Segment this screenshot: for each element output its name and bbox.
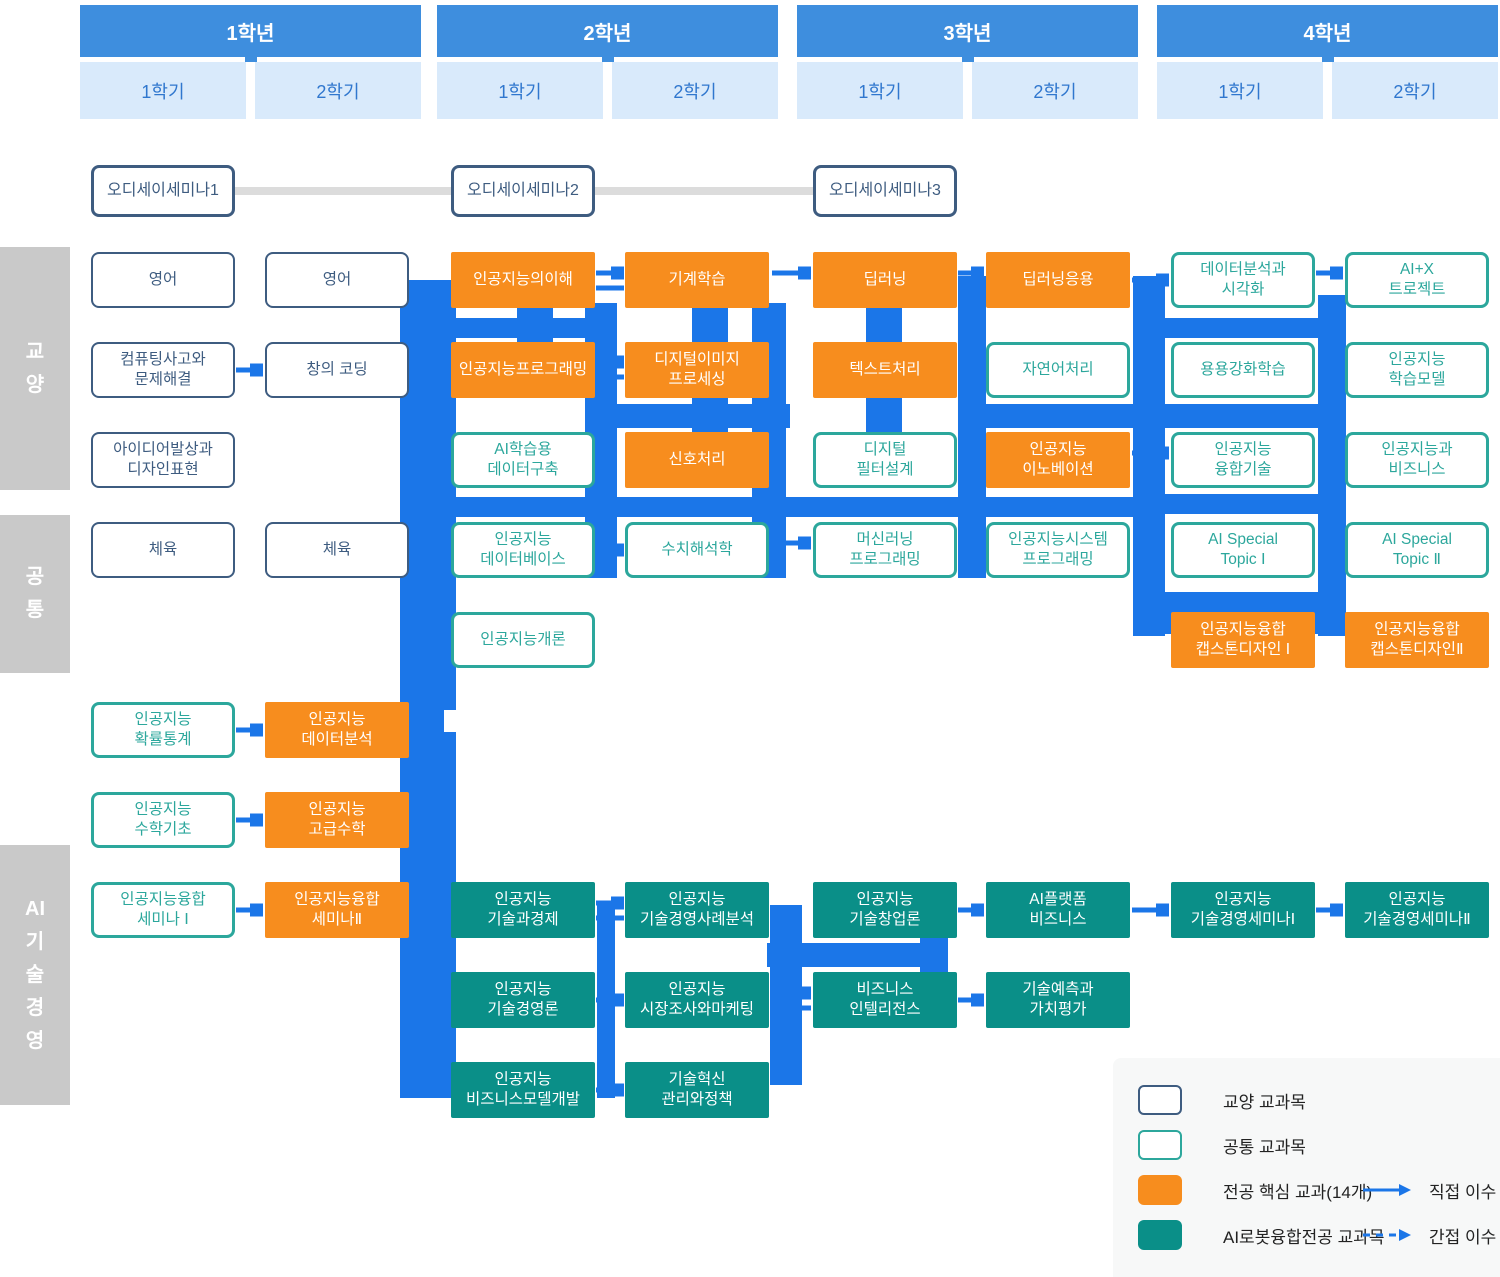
legend-label: AI로봇융합전공 교과목 (1223, 1227, 1385, 1247)
course-box: 딥러닝 (813, 252, 957, 308)
course-box: 인공지능개론 (451, 612, 595, 668)
course-box: 컴퓨팅사고와 문제해결 (91, 342, 235, 398)
year-header-4: 4학년 (1157, 5, 1498, 57)
odyssey-seminar-box: 오디세이세미나3 (813, 165, 957, 217)
semester-cell: 2학기 (1332, 62, 1498, 119)
legend-label: 교양 교과목 (1223, 1092, 1306, 1112)
sidebar-label-common: 공 통 (0, 515, 70, 673)
legend-swatch-robot (1138, 1220, 1182, 1250)
course-box: 인공지능 비즈니스모델개발 (451, 1062, 595, 1118)
legend-swatch-core (1138, 1175, 1182, 1205)
solid-arrow-icon (1363, 1184, 1411, 1196)
course-box: 인공지능 고급수학 (265, 792, 409, 848)
course-box: 아이디어발상과 디자인표현 (91, 432, 235, 488)
semester-cell: 2학기 (972, 62, 1138, 119)
course-box: 영어 (91, 252, 235, 308)
legend-item-robot: AI로봇융합전공 교과목 (1138, 1220, 1385, 1250)
semester-cell: 1학기 (797, 62, 963, 119)
year-header-2: 2학년 (437, 5, 778, 57)
course-box: 인공지능융합 세미나 Ⅰ (91, 882, 235, 938)
course-box: 인공지능 기술창업론 (813, 882, 957, 938)
course-box: 창의 코딩 (265, 342, 409, 398)
course-box: 신호처리 (625, 432, 769, 488)
semester-cell: 1학기 (1157, 62, 1323, 119)
semester-cell: 1학기 (80, 62, 246, 119)
course-box: 체육 (91, 522, 235, 578)
odyssey-seminar-box: 오디세이세미나2 (451, 165, 595, 217)
course-box: 인공지능융합 세미나Ⅱ (265, 882, 409, 938)
course-box: AI Special Topic Ⅰ (1171, 522, 1315, 578)
course-box: 인공지능과 비즈니스 (1345, 432, 1489, 488)
legend-label: 전공 핵심 교과(14개) (1223, 1182, 1373, 1202)
sidebar-label-ai-mot: AI 기 술 경 영 (0, 845, 70, 1105)
course-box: 인공지능의이해 (451, 252, 595, 308)
course-box: 인공지능 융합기술 (1171, 432, 1315, 488)
course-box: AI학습용 데이터구축 (451, 432, 595, 488)
course-box: 디지털이미지 프로세싱 (625, 342, 769, 398)
course-box: 디지털 필터설계 (813, 432, 957, 488)
course-box: 인공지능 기술경영세미나Ⅰ (1171, 882, 1315, 938)
course-box: 자연어처리 (986, 342, 1130, 398)
legend-arrow-direct: 직접 이수 (1361, 1175, 1496, 1205)
sidebar-label-liberal: 교 양 (0, 247, 70, 490)
course-box: 체육 (265, 522, 409, 578)
semester-cell: 2학기 (255, 62, 421, 119)
course-box: 영어 (265, 252, 409, 308)
course-box: 인공지능 확률통계 (91, 702, 235, 758)
legend-item-core: 전공 핵심 교과(14개) (1138, 1175, 1372, 1205)
course-box: 딥러닝응용 (986, 252, 1130, 308)
course-box: 기술예측과 가치평가 (986, 972, 1130, 1028)
course-box: 인공지능프로그래밍 (451, 342, 595, 398)
course-box: 수치해석학 (625, 522, 769, 578)
legend-arrow-indirect: 간접 이수 (1361, 1220, 1496, 1250)
year-header-3: 3학년 (797, 5, 1138, 57)
course-box: 텍스트처리 (813, 342, 957, 398)
course-box: 인공지능 기술과경제 (451, 882, 595, 938)
legend-arrow-label: 직접 이수 (1429, 1182, 1497, 1202)
course-box: 인공지능 수학기초 (91, 792, 235, 848)
legend-label: 공통 교과목 (1223, 1137, 1306, 1157)
course-box: 인공지능 데이터베이스 (451, 522, 595, 578)
legend-item-liberal: 교양 교과목 (1138, 1085, 1306, 1115)
course-box: 인공지능시스템 프로그래밍 (986, 522, 1130, 578)
course-box: 인공지능 기술경영사례분석 (625, 882, 769, 938)
course-box: 머신러닝 프로그래밍 (813, 522, 957, 578)
course-box: 인공지능 기술경영세미나Ⅱ (1345, 882, 1489, 938)
course-box: 인공지능 이노베이션 (986, 432, 1130, 488)
course-box: 용용강화학습 (1171, 342, 1315, 398)
course-box: 인공지능융합 캡스톤디자인Ⅱ (1345, 612, 1489, 668)
legend-panel: 교양 교과목 공통 교과목 전공 핵심 교과(14개) AI로봇융합전공 교과목… (1113, 1058, 1500, 1277)
year-header-1: 1학년 (80, 5, 421, 57)
legend-swatch-liberal (1138, 1085, 1182, 1115)
legend-swatch-common (1138, 1130, 1182, 1160)
course-box: 비즈니스 인텔리전스 (813, 972, 957, 1028)
legend-arrow-label: 간접 이수 (1429, 1227, 1497, 1247)
course-box: AI Special Topic Ⅱ (1345, 522, 1489, 578)
course-box: 기계학습 (625, 252, 769, 308)
semester-cell: 1학기 (437, 62, 603, 119)
course-box: AI플랫폼 비즈니스 (986, 882, 1130, 938)
course-box: 데이터분석과 시각화 (1171, 252, 1315, 308)
legend-item-common: 공통 교과목 (1138, 1130, 1306, 1160)
course-box: 기술혁신 관리와정책 (625, 1062, 769, 1118)
semester-cell: 2학기 (612, 62, 778, 119)
course-box: 인공지능 데이터분석 (265, 702, 409, 758)
course-box: AI+X 트로젝트 (1345, 252, 1489, 308)
course-box: 인공지능 기술경영론 (451, 972, 595, 1028)
course-box: 인공지능융합 캡스톤디자인 Ⅰ (1171, 612, 1315, 668)
dashed-arrow-icon (1363, 1229, 1411, 1241)
course-box: 인공지능 학습모델 (1345, 342, 1489, 398)
odyssey-seminar-box: 오디세이세미나1 (91, 165, 235, 217)
course-box: 인공지능 시장조사와마케팅 (625, 972, 769, 1028)
